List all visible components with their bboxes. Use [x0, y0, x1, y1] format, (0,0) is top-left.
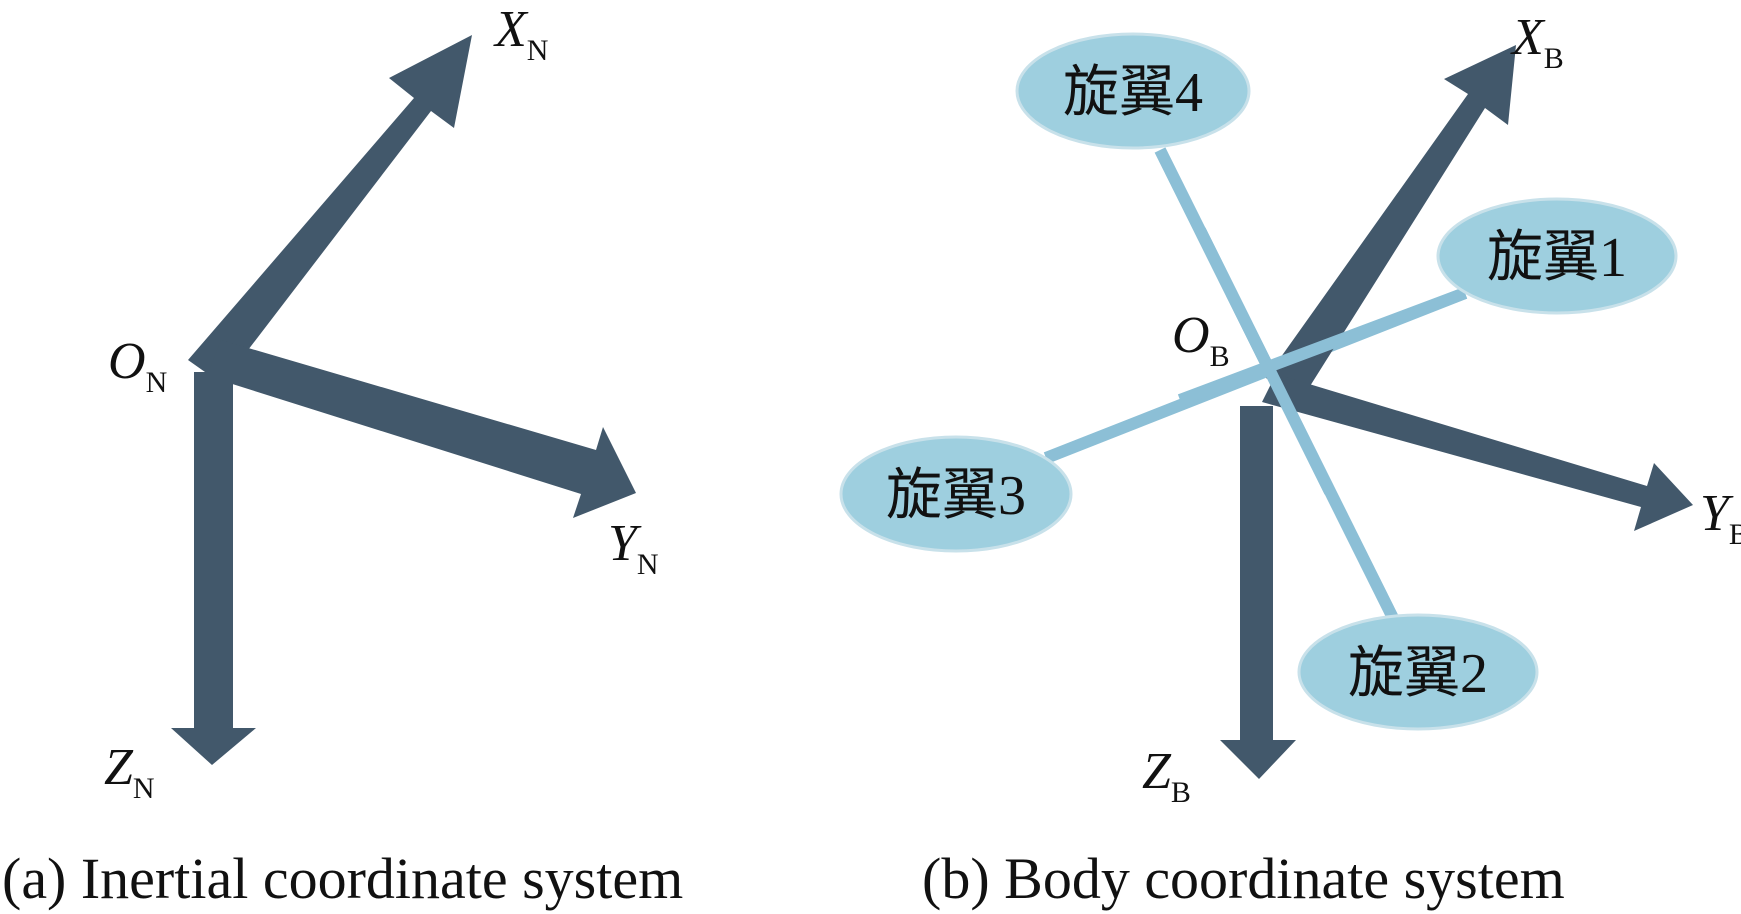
rotor-4: 旋翼4: [1015, 32, 1251, 150]
x-axis-arrow-inertial: [188, 35, 472, 384]
x-axis-arrow-body: [1266, 45, 1516, 402]
rotor-3: 旋翼3: [839, 435, 1073, 553]
y-axis-arrow-body: [1262, 374, 1693, 531]
origin-label-body: OB: [1172, 307, 1230, 373]
caption-inertial: (a) Inertial coordinate system: [2, 846, 683, 911]
z-axis-arrow-inertial: [171, 372, 256, 765]
rotor-arm-overlay: [1194, 227, 1336, 495]
rotor-3-label: 旋翼3: [886, 465, 1026, 527]
origin-label-inertial: ON: [108, 333, 167, 399]
rotor-2: 旋翼2: [1297, 613, 1539, 731]
panel-body: 旋翼1 旋翼2 旋翼3 旋翼4 XB OB YB ZB (b) Body coo…: [839, 9, 1741, 911]
rotor-2-label: 旋翼2: [1348, 643, 1488, 705]
rotor-1: 旋翼1: [1436, 197, 1678, 315]
z-axis-arrow-body: [1220, 406, 1296, 779]
rotor-1-label: 旋翼1: [1487, 227, 1627, 289]
y-axis-arrow-inertial: [207, 340, 636, 518]
x-axis-label-inertial: XN: [493, 1, 548, 67]
panel-inertial: XN ON YN ZN (a) Inertial coordinate syst…: [2, 1, 683, 911]
y-axis-label-inertial: YN: [608, 515, 659, 581]
rotor-arm-overlay-2: [1177, 287, 1468, 406]
caption-body: (b) Body coordinate system: [922, 846, 1565, 911]
z-axis-label-body: ZB: [1142, 743, 1191, 809]
rotor-4-label: 旋翼4: [1063, 62, 1203, 124]
z-axis-label-inertial: ZN: [104, 739, 155, 805]
y-axis-label-body: YB: [1700, 485, 1741, 551]
x-axis-label-body: XB: [1510, 9, 1564, 75]
